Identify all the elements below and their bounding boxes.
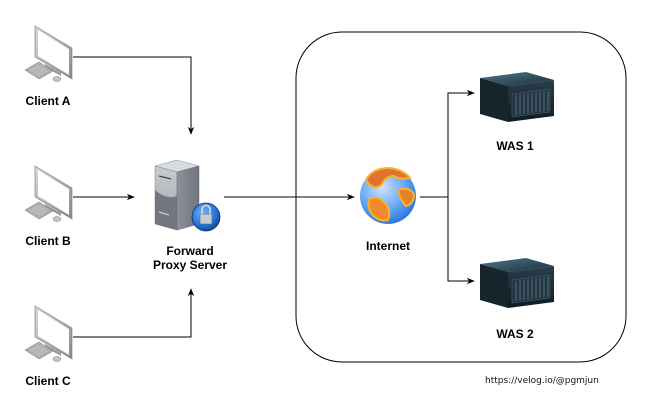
was2-server-icon[interactable] bbox=[480, 258, 554, 308]
was2-label: WAS 2 bbox=[496, 327, 534, 341]
proxy-label-line1: Forward bbox=[166, 244, 214, 258]
lock-badge-icon bbox=[191, 202, 221, 232]
client-b-label: Client B bbox=[25, 234, 71, 248]
edge-client-a-to-proxy bbox=[73, 56, 195, 135]
client-a-label: Client A bbox=[25, 94, 71, 108]
was1-server-icon[interactable] bbox=[480, 72, 554, 122]
internet-label: Internet bbox=[365, 239, 410, 253]
internet-globe-icon[interactable] bbox=[360, 166, 416, 224]
credit-link[interactable]: https://velog.io/@pgmjun bbox=[485, 376, 599, 386]
client-c-label: Client C bbox=[25, 374, 71, 388]
client-b-computer-icon[interactable] bbox=[24, 165, 73, 222]
client-c-computer-icon[interactable] bbox=[24, 305, 73, 362]
client-a-computer-icon[interactable] bbox=[24, 25, 73, 82]
edge-internet-to-was2 bbox=[447, 197, 475, 285]
proxy-label-line2: Proxy Server bbox=[152, 258, 228, 272]
edge-client-c-to-proxy bbox=[73, 288, 195, 338]
edge-internet-to-was1 bbox=[420, 89, 475, 198]
was1-label: WAS 1 bbox=[496, 139, 534, 153]
